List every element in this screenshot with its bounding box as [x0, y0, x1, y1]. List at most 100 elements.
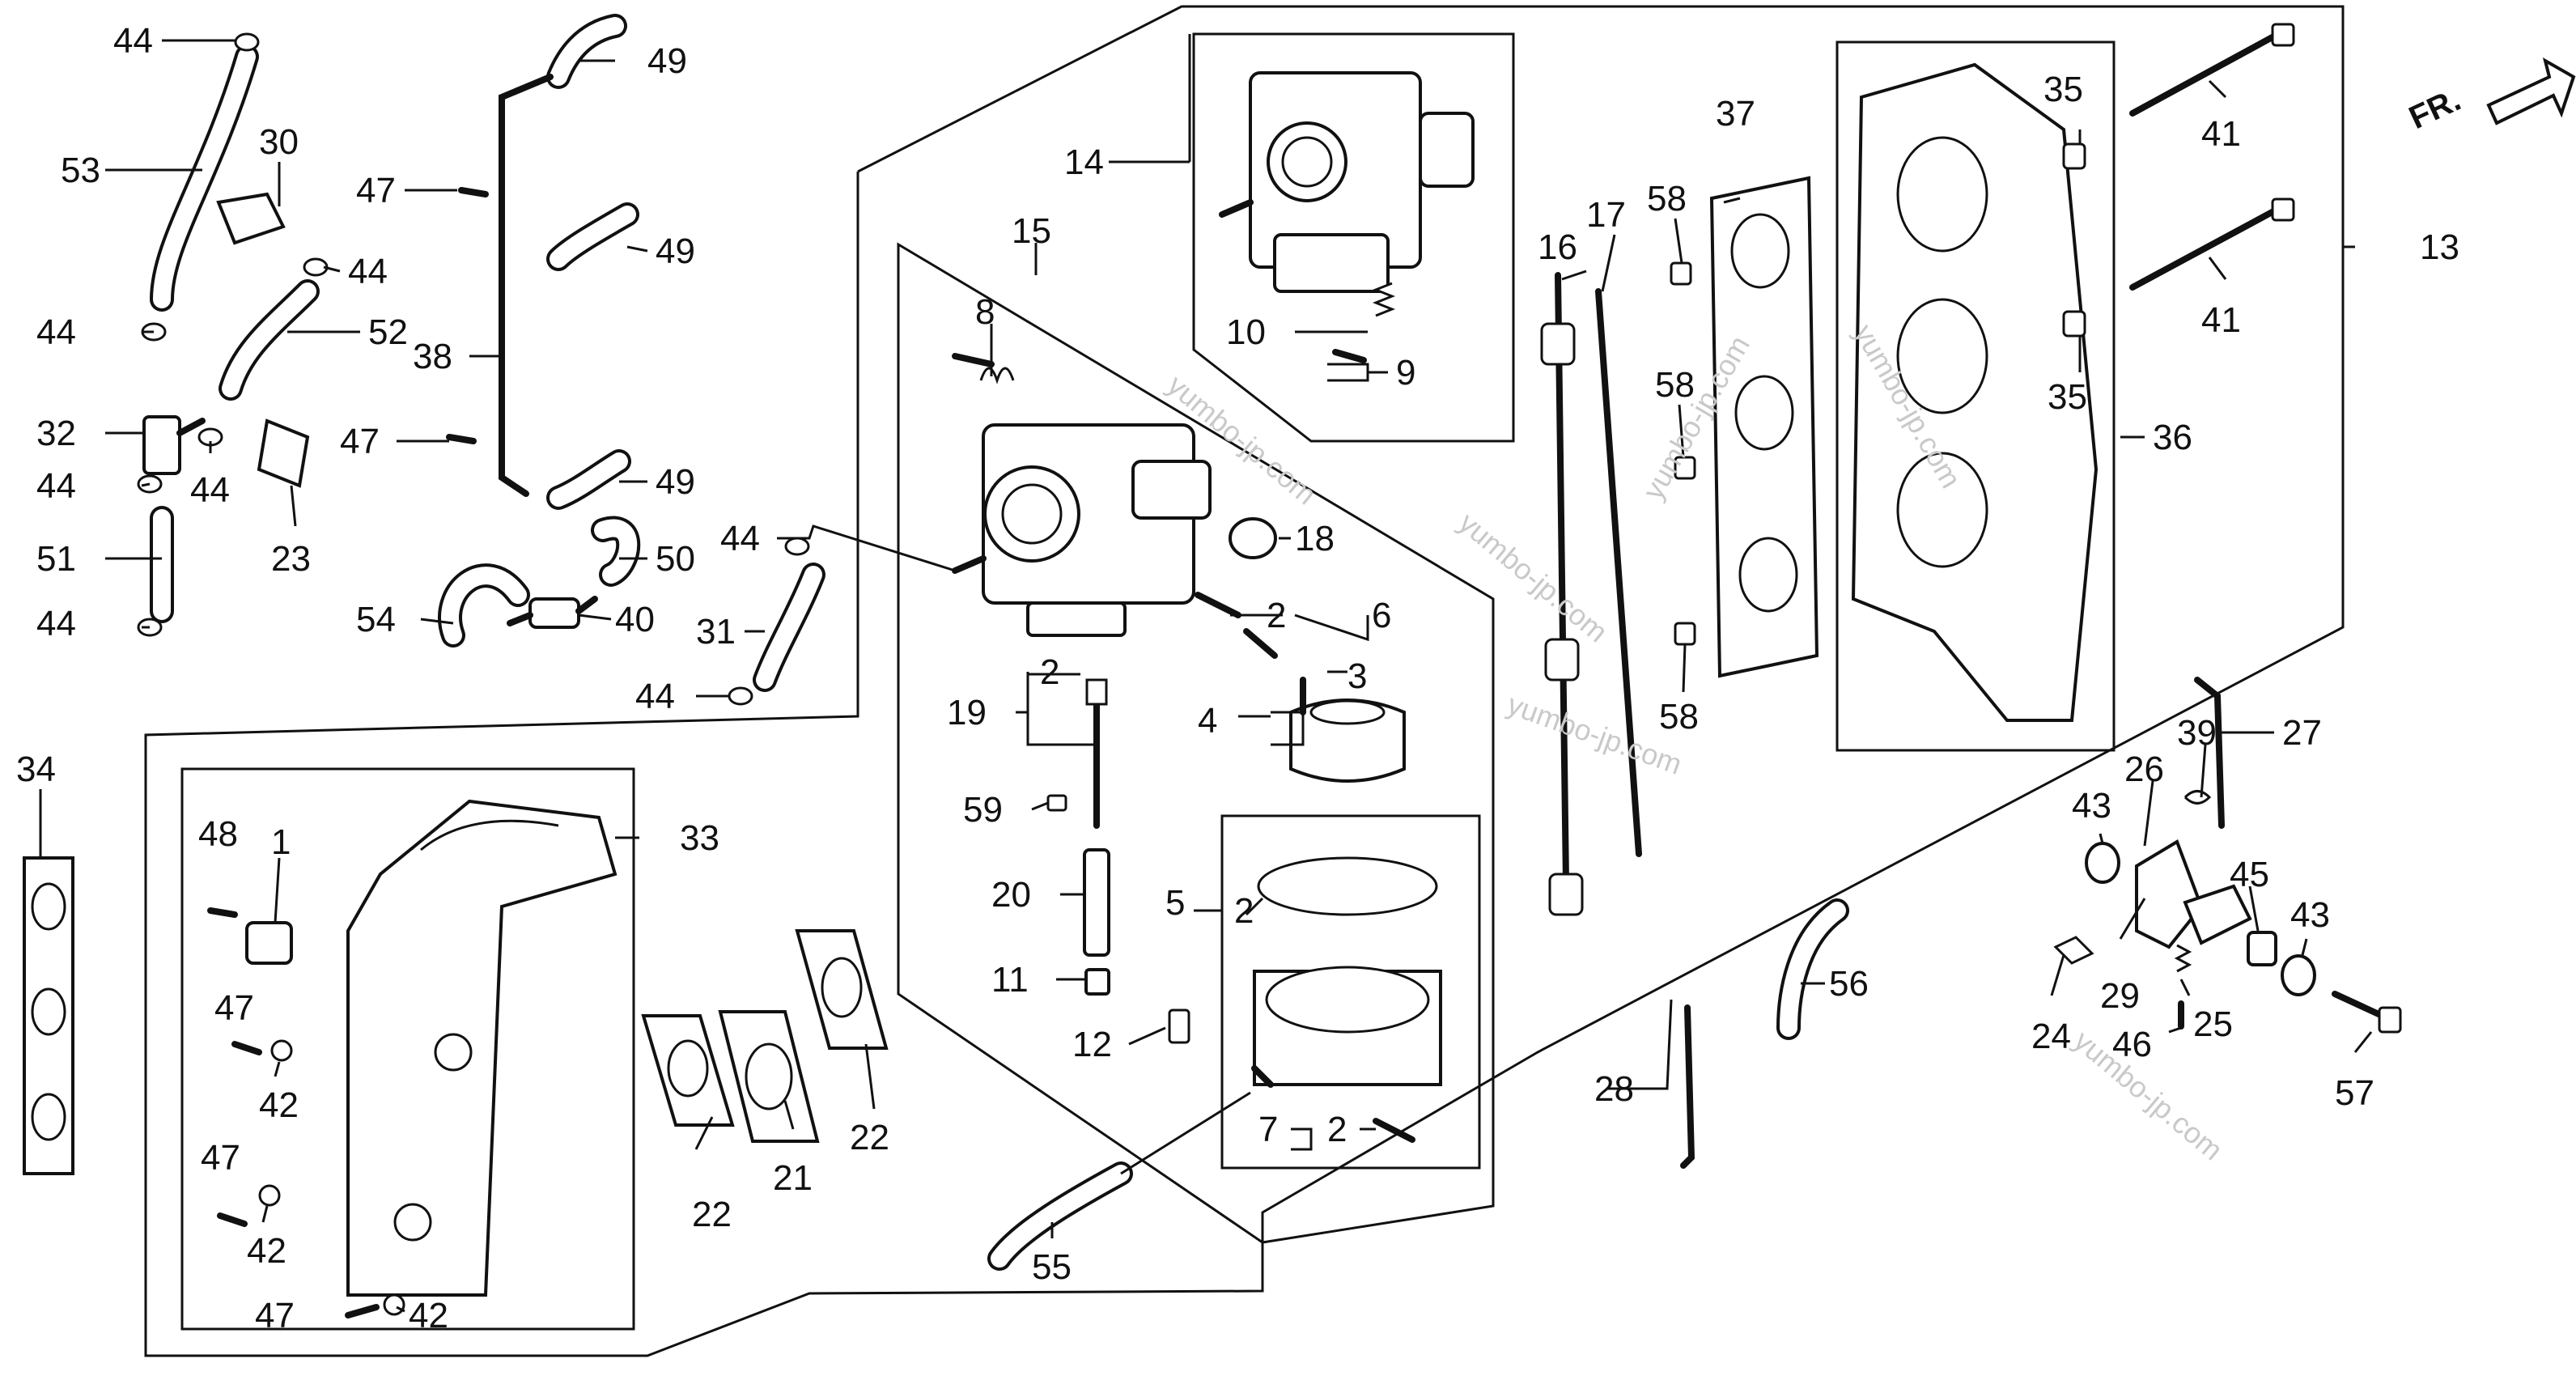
callout-59: 59: [963, 790, 1003, 830]
washer-43a: [2085, 842, 2120, 884]
carburetor-gasket-b: [795, 929, 889, 1050]
float: [1289, 698, 1406, 783]
callout-21: 21: [773, 1158, 813, 1198]
hose-clip-44a: [234, 32, 260, 52]
fuel-hose-53: [150, 45, 259, 312]
screw-47d: [217, 1212, 248, 1227]
carburetor-top-frame: [1192, 32, 1515, 443]
callout-44: 44: [720, 519, 760, 558]
callout-44: 44: [36, 312, 76, 352]
callout-57: 57: [2335, 1073, 2374, 1113]
callout-49: 49: [656, 231, 695, 271]
callout-52: 52: [368, 312, 408, 352]
callout-38: 38: [413, 337, 452, 376]
callout-20: 20: [991, 875, 1031, 915]
float-chamber-frame: [1220, 814, 1481, 1170]
drain-screw: [1373, 1118, 1415, 1143]
assembly-frame-outer: [144, 5, 2345, 1357]
leader-lines: [39, 34, 2373, 1313]
throttle-cam-lever: [2135, 839, 2204, 949]
callout-8: 8: [975, 292, 995, 332]
callout-32: 32: [36, 414, 76, 453]
intake-manifold-frame: [180, 767, 635, 1331]
callout-45: 45: [2230, 855, 2269, 894]
callout-15: 15: [1012, 211, 1051, 251]
callout-2: 2: [1234, 891, 1254, 931]
callout-22: 22: [850, 1118, 889, 1157]
screw-47b: [446, 434, 477, 444]
fuel-hose-54: [438, 563, 530, 648]
dowel-pin-a: [2062, 142, 2086, 170]
callout-50: 50: [656, 539, 695, 579]
callout-39: 39: [2177, 713, 2217, 753]
collar-45: [2247, 931, 2277, 966]
cover-bolt-lower: [2129, 197, 2295, 291]
callout-47: 47: [201, 1138, 240, 1178]
vent-hose-55: [987, 1161, 1133, 1271]
fuel-hose-31: [753, 563, 825, 692]
callout-58: 58: [1655, 365, 1695, 405]
callout-28: 28: [1594, 1069, 1634, 1109]
hose-clip-44h: [728, 686, 753, 706]
callout-51: 51: [36, 539, 76, 579]
callout-27: 27: [2282, 713, 2322, 753]
callout-47: 47: [214, 988, 254, 1028]
needle-jet: [1083, 848, 1110, 957]
callout-40: 40: [615, 600, 655, 639]
throttle-rod-27: [2194, 677, 2225, 829]
spring-29: [2174, 944, 2192, 973]
carburetor-group-frame: [897, 242, 1495, 1244]
lever-bolt: [2332, 991, 2402, 1034]
tube-49b: [546, 202, 639, 271]
watermark: yumbo-jp.com: [1453, 506, 1615, 649]
intake-manifold: [346, 799, 617, 1297]
tube-49a: [546, 14, 627, 89]
callout-29: 29: [2100, 976, 2140, 1016]
carburetor-upper: [1219, 71, 1475, 293]
callout-2: 2: [1267, 596, 1286, 635]
callout-16: 16: [1538, 227, 1577, 267]
callout-41: 41: [2201, 114, 2241, 154]
callout-7: 7: [1258, 1110, 1278, 1149]
callout-10: 10: [1226, 312, 1266, 352]
screw-47a: [458, 187, 489, 197]
callout-37: 37: [1716, 94, 1755, 134]
main-jet-pipe: [1085, 678, 1108, 829]
dowel-pin-b: [2062, 310, 2086, 338]
float-chamber: [1251, 966, 1442, 1088]
bolt-48: [207, 907, 238, 918]
callout-25: 25: [2193, 1004, 2233, 1044]
cam-roller: [2183, 884, 2252, 945]
callout-53: 53: [61, 151, 100, 190]
callout-labels: 44 49 53 30 47 49 44 52 38 44 32 47 44 4…: [16, 21, 2459, 1335]
callout-17: 17: [1586, 195, 1626, 235]
callout-2: 2: [1327, 1110, 1347, 1149]
callout-35: 35: [2043, 70, 2083, 109]
carburetor-gasket-a: [641, 1014, 735, 1127]
callout-2: 2: [1040, 652, 1059, 692]
callout-3: 3: [1347, 656, 1367, 696]
callout-30: 30: [259, 122, 299, 162]
callout-31: 31: [696, 612, 736, 652]
holder-23: [257, 418, 310, 488]
link-rod-28: [1680, 1004, 1695, 1169]
float-chamber-o-ring: [1257, 856, 1438, 916]
callout-26: 26: [2124, 749, 2164, 789]
screw-47c: [231, 1041, 262, 1055]
callout-46: 46: [2112, 1025, 2152, 1064]
t-joint-32: [142, 415, 206, 475]
callout-19: 19: [947, 693, 987, 732]
callout-23: 23: [271, 539, 311, 579]
callout-42: 42: [259, 1085, 299, 1125]
callout-56: 56: [1829, 964, 1869, 1004]
grommet-middle: [258, 1184, 281, 1207]
carburetor-main: [952, 423, 1212, 637]
drain-bolt: [1168, 1008, 1190, 1044]
callout-42: 42: [409, 1296, 448, 1335]
carburetor-insulator: [718, 1010, 820, 1143]
throttle-stop-screw: [952, 353, 1015, 384]
callout-58: 58: [1647, 179, 1687, 219]
clip-24: [2053, 936, 2094, 965]
callout-54: 54: [356, 600, 396, 639]
front-direction-label: FR.: [2404, 82, 2466, 136]
